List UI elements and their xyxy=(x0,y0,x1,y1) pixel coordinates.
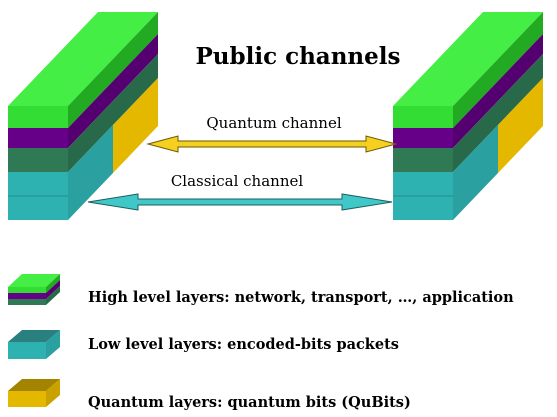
left-high-layer-side xyxy=(68,12,158,128)
legend-swatch-low-level xyxy=(8,330,60,359)
legend-swatch-high-level xyxy=(8,274,60,305)
diagram-title: Public channels xyxy=(196,43,401,70)
legend-label-low-level: Low level layers: encoded-bits packets xyxy=(88,336,399,353)
legend-label-quantum: Quantum layers: quantum bits (QuBits) xyxy=(88,394,411,411)
legend: High level layers: network, transport, …… xyxy=(8,274,514,411)
legend-label-high-level: High level layers: network, transport, …… xyxy=(88,289,514,306)
left-quantum-layer-side xyxy=(113,78,158,173)
left-low-layer-side xyxy=(68,125,113,220)
quantum-channel-label: Quantum channel xyxy=(206,114,341,132)
left-stack-top xyxy=(8,12,158,106)
left-purple-layer-front xyxy=(8,128,68,148)
left-high-layer-front xyxy=(8,106,68,128)
right-purple-layer-side xyxy=(453,34,543,148)
right-quantum-layer-side xyxy=(498,78,543,173)
right-high-layer-side xyxy=(453,12,543,128)
classical-channel-label: Classical channel xyxy=(171,172,304,190)
left-purple-layer-side xyxy=(68,34,158,148)
legend-swatch-quantum xyxy=(8,379,60,407)
left-dark-green-layer-side xyxy=(68,54,158,172)
classical-channel-arrow xyxy=(87,193,393,211)
right-low-layer-side xyxy=(453,125,498,220)
right-layer-stack xyxy=(393,12,543,220)
right-stack-top xyxy=(393,12,543,106)
right-dark-green-layer-front xyxy=(393,148,453,172)
right-purple-layer-front xyxy=(393,128,453,148)
left-layer-stack xyxy=(8,12,158,220)
quantum-channel-arrow xyxy=(146,135,398,153)
right-high-layer-front xyxy=(393,106,453,128)
left-dark-green-layer-front xyxy=(8,148,68,172)
right-dark-green-layer-side xyxy=(453,54,543,172)
